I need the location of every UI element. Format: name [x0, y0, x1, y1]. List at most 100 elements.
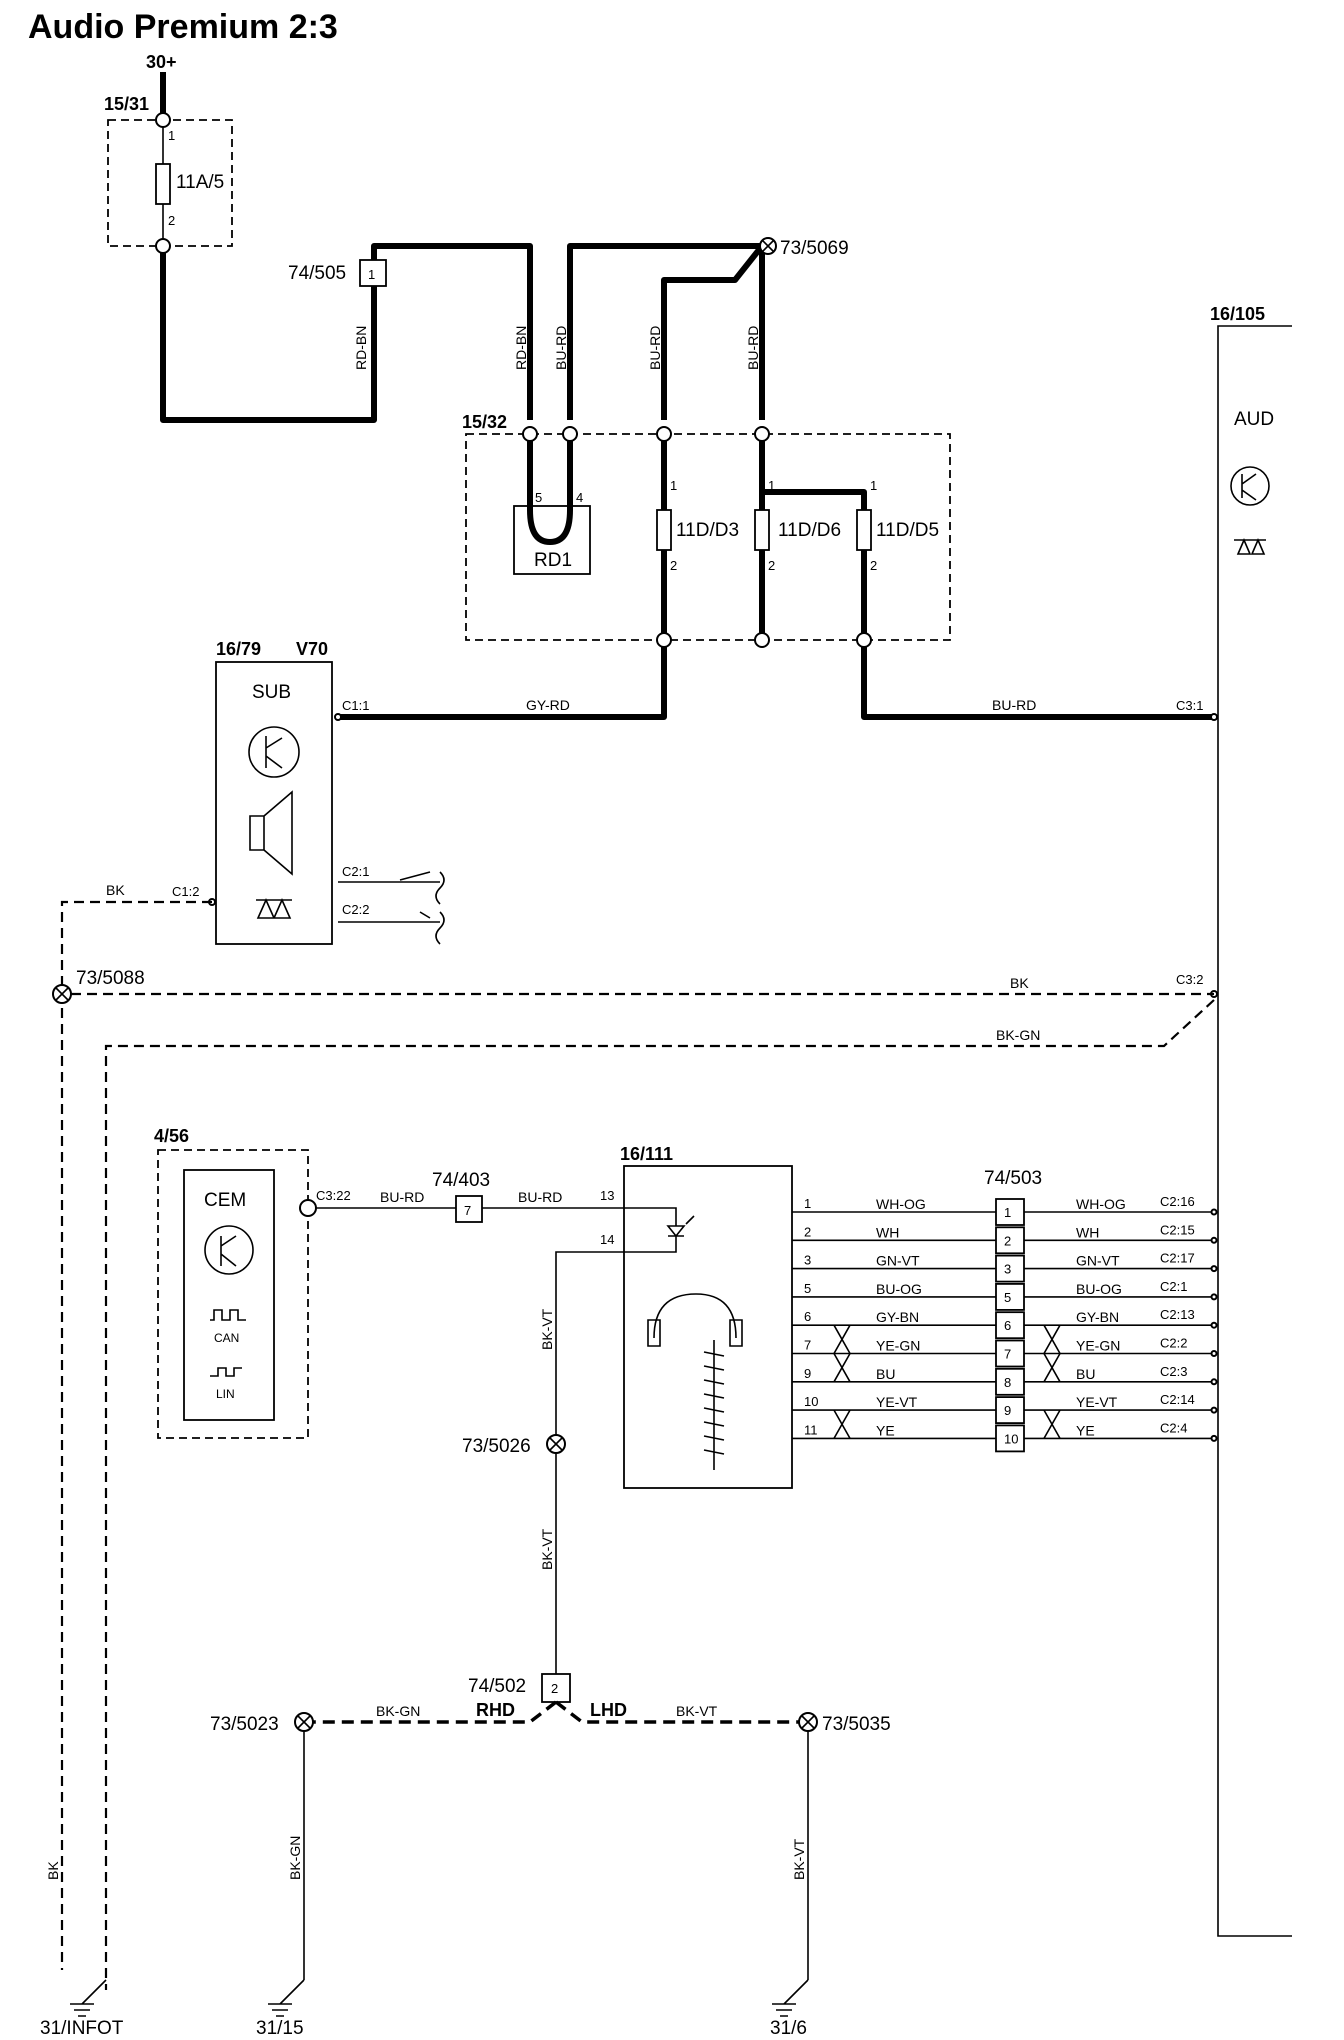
- svg-text:11D/D3: 11D/D3: [676, 520, 739, 541]
- bus-wire-right-label: WH-OG: [1076, 1196, 1126, 1212]
- connector-74-503-cavity: [995, 1424, 1025, 1453]
- bus-wire-left-label: YE-GN: [876, 1338, 920, 1354]
- bus-pin-right: C2:13: [1160, 1307, 1195, 1322]
- bus-pin-left: 11: [804, 1422, 818, 1437]
- svg-text:BK-VT: BK-VT: [539, 1528, 555, 1570]
- bus-pin-left: 3: [804, 1253, 811, 1268]
- bus-pin-dot: [1210, 1265, 1218, 1273]
- svg-text:BU-RD: BU-RD: [647, 326, 663, 370]
- bus-pin-left: 6: [804, 1309, 811, 1324]
- bus-pin-left: 10: [804, 1394, 818, 1409]
- svg-text:13: 13: [600, 1188, 614, 1203]
- cem-box: [157, 1149, 309, 1439]
- fuse-11d-d6: [754, 509, 770, 551]
- svg-text:1: 1: [168, 128, 175, 143]
- fuse-box-15-31-label: 15/31: [104, 94, 149, 114]
- transistor-icon: [204, 1225, 254, 1275]
- svg-text:14: 14: [600, 1232, 614, 1247]
- svg-text:11D/D5: 11D/D5: [876, 520, 939, 541]
- bus-wire-left-label: YE: [876, 1422, 895, 1438]
- svg-text:1: 1: [368, 267, 375, 282]
- svg-text:C3:22: C3:22: [316, 1188, 351, 1203]
- bus-pin-left: 7: [804, 1338, 811, 1353]
- svg-text:BK: BK: [106, 882, 125, 898]
- svg-text:2: 2: [551, 1681, 558, 1696]
- bus-pin-right: C2:15: [1160, 1222, 1195, 1237]
- connector-74-503-cavity: [995, 1283, 1025, 1311]
- unit-16-111: [623, 1165, 793, 1489]
- connector-74-503-pin: 3: [1004, 1262, 1011, 1277]
- fuse-11d-d3: [656, 509, 672, 551]
- connector-74-503-cavity: [995, 1226, 1025, 1255]
- relay-box-15-32-label: 15/32: [462, 412, 507, 432]
- svg-text:BK-VT: BK-VT: [791, 1838, 807, 1880]
- svg-text:BK-VT: BK-VT: [676, 1703, 718, 1719]
- svg-text:C2:2: C2:2: [342, 902, 369, 917]
- twisted-pair-icon: [833, 1353, 851, 1383]
- bus-wire-left-label: BU-OG: [876, 1281, 922, 1297]
- svg-text:11D/D6: 11D/D6: [778, 520, 841, 541]
- svg-text:BU-RD: BU-RD: [380, 1189, 424, 1205]
- ground-31-15: 31/15: [256, 2018, 304, 2039]
- connector-74-505: [359, 259, 387, 287]
- svg-text:V70: V70: [296, 639, 328, 659]
- svg-text:BK-GN: BK-GN: [376, 1703, 420, 1719]
- bus-wire-left-label: WH: [876, 1224, 899, 1240]
- transistor-icon: [248, 726, 300, 778]
- bus-pin-dot: [1210, 1406, 1218, 1414]
- svg-text:C3:2: C3:2: [1176, 972, 1203, 987]
- bus-pin-left: 5: [804, 1281, 811, 1296]
- bus-pin-dot: [1210, 1208, 1218, 1216]
- diode-icon: [256, 898, 292, 919]
- bus-pin-left: 2: [804, 1224, 811, 1239]
- bus-pin-right: C2:14: [1160, 1392, 1195, 1407]
- bus-wire-left-label: BU: [876, 1366, 895, 1382]
- bus-pin-dot: [1210, 1321, 1218, 1329]
- relay-rd1-label: RD1: [534, 550, 572, 571]
- ground-31-infot: 31/INFOT: [40, 2018, 124, 2039]
- ground-31-6: 31/6: [770, 2018, 807, 2039]
- connector-74-502: [541, 1673, 571, 1703]
- svg-text:LHD: LHD: [590, 1700, 627, 1720]
- bus-pin-left: 1: [804, 1196, 811, 1211]
- relay-box-15-32: [465, 433, 951, 641]
- fuse-11a5: [155, 163, 171, 205]
- bus-wire-right-label: BU-OG: [1076, 1281, 1122, 1297]
- svg-text:1: 1: [670, 478, 677, 493]
- svg-text:2: 2: [870, 558, 877, 573]
- bus-pin-dot: [1210, 1350, 1218, 1357]
- svg-text:2: 2: [670, 558, 677, 573]
- connector-74-503-cavity: [995, 1367, 1025, 1396]
- svg-text:BU-RD: BU-RD: [992, 697, 1036, 713]
- svg-text:BK: BK: [1010, 975, 1029, 991]
- supply-label: 30+: [146, 52, 177, 72]
- svg-text:BU-RD: BU-RD: [745, 326, 761, 370]
- svg-text:C1:1: C1:1: [342, 698, 369, 713]
- bus-pin-dot: [1210, 1236, 1218, 1244]
- sub-unit-label: 16/79: [216, 639, 261, 659]
- bus-wire-right-label: BU: [1076, 1366, 1095, 1382]
- connector-74-403: [455, 1195, 483, 1223]
- svg-text:CAN: CAN: [214, 1331, 239, 1345]
- connector-74-503-pin: 5: [1004, 1290, 1011, 1305]
- bus-pin-right: C2:16: [1160, 1194, 1195, 1209]
- connector-74-503-label: 74/503: [984, 1168, 1042, 1189]
- svg-text:2: 2: [168, 213, 175, 228]
- bus-wire-left-label: YE-VT: [876, 1394, 918, 1410]
- transistor-icon: [1230, 466, 1270, 506]
- aud-label: AUD: [1234, 409, 1274, 430]
- svg-text:CEM: CEM: [204, 1190, 246, 1211]
- splice-73-5035-label: 73/5035: [822, 1714, 891, 1735]
- connector-74-505-label: 74/505: [288, 263, 346, 284]
- svg-text:RD-BN: RD-BN: [353, 326, 369, 370]
- svg-text:7: 7: [464, 1203, 471, 1218]
- can-wave-icon: [210, 1309, 246, 1321]
- twisted-pair-icon: [1043, 1324, 1061, 1354]
- svg-text:GY-RD: GY-RD: [526, 697, 570, 713]
- bus-pin-right: C2:2: [1160, 1336, 1187, 1351]
- bus-wire-left-label: GN-VT: [876, 1253, 920, 1269]
- aud-unit-label: 16/105: [1210, 304, 1265, 324]
- connector-74-503-pin: 9: [1004, 1403, 1011, 1418]
